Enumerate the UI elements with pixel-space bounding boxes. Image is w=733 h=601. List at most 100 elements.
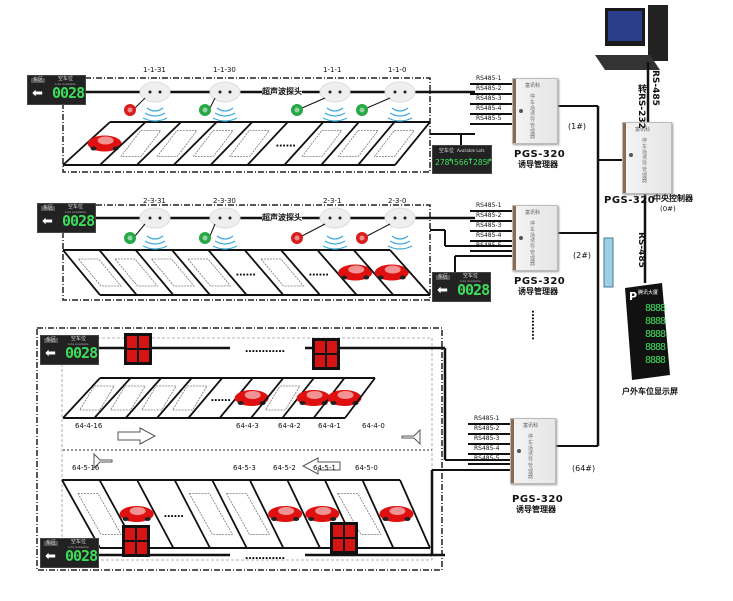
lane-display-cell (333, 525, 343, 537)
sign-title: 空车位 (58, 76, 74, 82)
zone-label: 东区 (31, 77, 46, 83)
sensor-dot (393, 90, 397, 94)
lane-display-cell (139, 336, 149, 348)
lot-sign-title: 空车位 (439, 148, 455, 154)
arrow-left-icon: ⬅ (42, 214, 53, 229)
lane-display-cell (125, 542, 135, 554)
parking-slot-divider (361, 479, 395, 549)
parking-slot-outline (114, 258, 159, 287)
ellipsis: …… (276, 139, 296, 150)
indicator-highlight (359, 235, 365, 241)
parking-slot-divider (173, 121, 218, 166)
turn-arrow-icon (401, 428, 421, 446)
parking-slot-outline (188, 493, 234, 535)
parking-slot-outline (150, 258, 195, 287)
available-count: 0028 (457, 281, 490, 299)
parking-slot-outline (301, 130, 343, 157)
outdoor-display-frame (625, 283, 670, 380)
lock-icon (519, 236, 523, 240)
arrow-left-icon: ⬅ (45, 549, 56, 564)
sensor-label: 2-3-0 (388, 197, 407, 205)
lane-display-cell (327, 341, 337, 353)
lane-display-cell (137, 542, 147, 554)
indicator-wire (366, 223, 391, 237)
ultrasonic-wave-icon (324, 112, 346, 117)
indicator-highlight (127, 235, 133, 241)
parking-slot-divider (134, 249, 175, 296)
rs485-port-label: RS485-3 (476, 222, 502, 229)
monitor-screen (608, 11, 642, 41)
sensor-dot (158, 90, 162, 94)
outdoor-display-label: 户外车位显示屏 (622, 387, 678, 396)
parking-slot-divider (173, 479, 211, 549)
sign-subtitle: Lots Available (460, 279, 481, 283)
lock-icon (629, 153, 633, 157)
controller-brand: 富讯科 (525, 83, 541, 89)
parking-slot-outline (373, 130, 415, 157)
indicator-wire (134, 223, 146, 237)
display-bus-label: RS-485 (636, 232, 646, 268)
zone-3-inner-boundary (61, 337, 433, 561)
indicator-wire (209, 223, 216, 237)
ultrasonic-wave-icon (324, 240, 346, 245)
parking-slot-outline (77, 258, 122, 287)
ultrasonic-wave-icon (216, 107, 234, 112)
parking-slot-divider (62, 377, 101, 419)
lane-display-cell (345, 525, 355, 537)
ultrasonic-wave-icon (216, 235, 234, 240)
slot-label: 64-5-3 (233, 464, 256, 472)
car-icon (268, 506, 303, 522)
outdoor-display-digits: 8888 (645, 329, 666, 340)
parking-slot-outline (120, 130, 162, 157)
lane-display-cell (333, 539, 343, 551)
indicator-highlight (202, 235, 208, 241)
parking-slot-outline (264, 385, 301, 411)
ultrasonic-wave-icon (214, 240, 236, 245)
central-name: 中央控制器 (653, 194, 693, 203)
lane-display-cell (345, 539, 355, 551)
controller-panel-text: 停车场诱导管理器 (528, 434, 534, 481)
central-id: (0#) (660, 205, 676, 213)
parking-slot-divider (171, 249, 211, 296)
ultrasonic-sensor-icon (319, 207, 351, 229)
ultrasonic-wave-icon (389, 112, 411, 117)
rs485-port-label: RS485-3 (474, 435, 500, 442)
indicator-wire (301, 223, 326, 237)
controller-brand: 富讯科 (635, 127, 651, 133)
slot-label: 64-5-2 (273, 464, 296, 472)
parking-slot-divider (394, 121, 431, 166)
repeater-icon (603, 237, 614, 288)
central-model: PGS-320 (604, 195, 656, 206)
parking-slot-divider (136, 121, 182, 166)
lock-icon (519, 109, 523, 113)
guidance-controller-box: 富讯科停车场诱导管理器 (512, 78, 558, 144)
parking-slot-divider (61, 479, 101, 549)
available-count: 0028 (62, 212, 95, 230)
indicator-wire (301, 97, 326, 109)
parking-slot-divider (99, 121, 147, 166)
direction-arrow-left-icon (301, 457, 341, 475)
arrow-left-icon: ⬅ (45, 346, 56, 361)
sensor-label: 1-1-31 (143, 66, 166, 74)
arrow-straight-icon: ↑ (467, 157, 474, 166)
slot-label: 64-5-0 (355, 464, 378, 472)
indicator-highlight (202, 107, 208, 113)
lane-display-cell (127, 336, 137, 348)
sign-subtitle: Lots Available (55, 82, 76, 86)
lane-display-cell (139, 350, 149, 362)
pc-bus-label: RS-485 (650, 70, 660, 106)
ultrasonic-wave-icon (144, 112, 166, 117)
controller-name: 诱导管理器 (518, 287, 558, 296)
indicator-highlight (127, 107, 133, 113)
sign-subtitle: Lots Available (65, 210, 86, 214)
rs485-port-label: RS485-2 (476, 85, 502, 92)
parking-slot-divider (62, 249, 101, 296)
ellipsis: …… (236, 268, 256, 279)
slot-label: 64-4-0 (362, 422, 385, 430)
ellipsis: ………… (245, 344, 285, 355)
ultrasonic-wave-icon (214, 112, 236, 117)
indicator-highlight (294, 235, 300, 241)
